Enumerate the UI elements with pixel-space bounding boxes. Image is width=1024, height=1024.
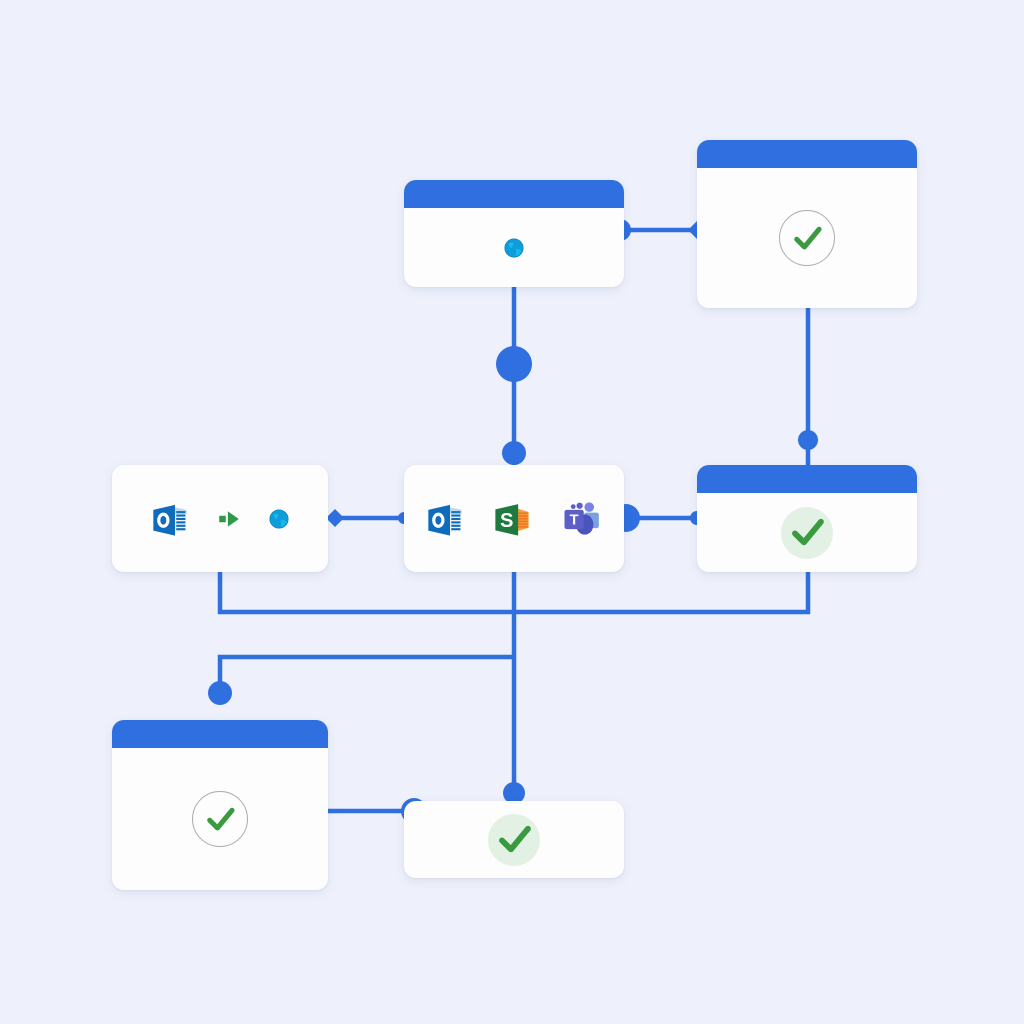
globe-icon [503,237,525,259]
card-header-bar [697,465,917,493]
outlook-icon [150,499,190,539]
node-card-approval-bottom-left[interactable] [112,720,328,890]
node-card-approval-bottom-center[interactable] [404,801,624,878]
svg-text:T: T [570,512,579,528]
node-card-approval-top-right[interactable] [697,140,917,308]
connector-dot-trunk-lower[interactable] [502,441,526,465]
node-card-approval-mid-right[interactable] [697,465,917,572]
card-header-bar [112,720,328,748]
outlook-icon [425,499,465,539]
card-body [112,748,328,890]
node-card-globe[interactable] [404,180,624,287]
card-header-bar [404,180,624,208]
sharepoint-icon: S [491,498,533,540]
power-automate-flow-icon [216,506,242,532]
svg-text:S: S [500,509,513,531]
card-body [404,801,624,878]
card-body [404,208,624,287]
teams-icon: T [559,497,603,541]
card-body [112,465,328,572]
card-body [697,493,917,572]
node-card-outlook-flow-globe[interactable] [112,465,328,572]
check-circle-filled-icon [488,813,540,866]
card-header-bar [697,140,917,168]
check-circle-outline-icon [192,791,248,847]
connector-dot-trunk-upper[interactable] [496,346,532,382]
globe-icon [268,508,290,530]
check-circle-outline-icon [779,210,835,266]
connector-diamond-mid-left-out[interactable] [326,509,344,527]
connector-dot-branch-left[interactable] [208,681,232,705]
edge-branch-to-bottom-left-node [217,654,514,693]
edge-mid-left-down-bus [217,572,811,615]
check-circle-filled-icon [781,506,833,559]
connector-dot-right-vertical[interactable] [798,430,818,450]
card-body [697,168,917,308]
